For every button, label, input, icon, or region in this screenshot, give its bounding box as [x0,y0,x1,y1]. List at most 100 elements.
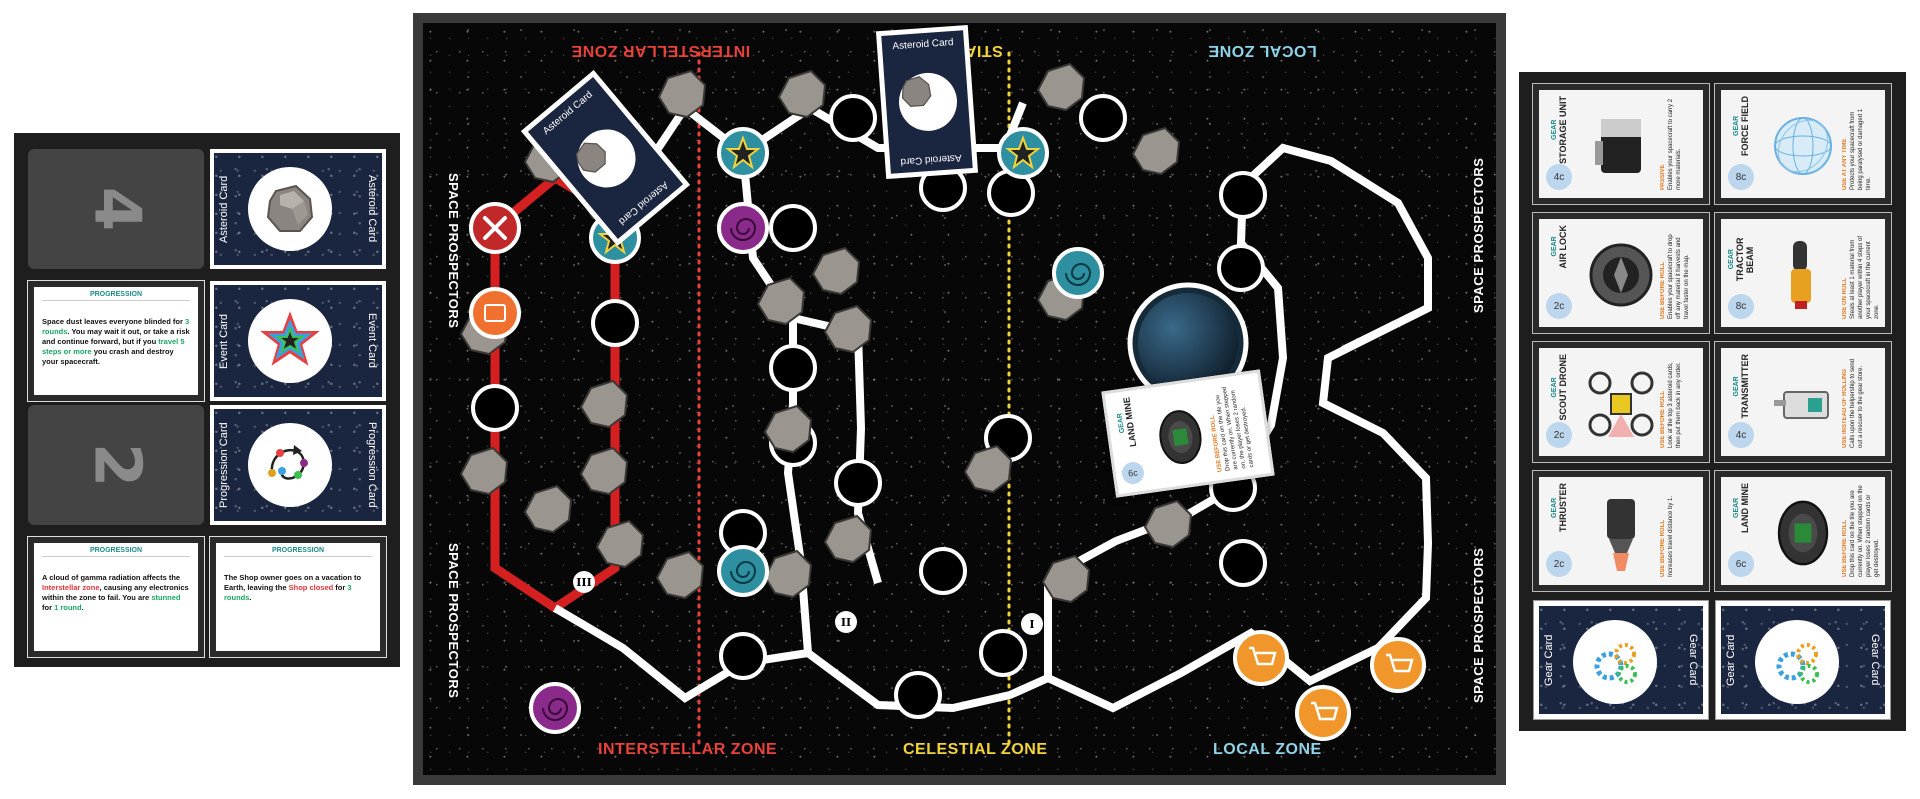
progression-card-back[interactable]: Progression Card Progression Card [210,405,386,525]
shop-tiles [1233,630,1426,741]
cart-icon [1311,701,1339,721]
empty-tile [894,671,942,719]
empty-tile [919,547,967,595]
card-label: Asteroid Card [366,175,378,243]
force-field-icon [1763,98,1843,194]
wormhole-tile [717,202,769,254]
gear-card-back[interactable]: Gear Card Gear Card [1715,600,1891,720]
checkpoint-marker: III [573,571,595,593]
rainbow-star-icon [248,299,332,383]
thruster-icon [1581,485,1661,581]
gear-cost: 8c [1728,164,1754,190]
asteroid-tile [756,276,806,326]
event-card-back[interactable]: Event Card Event Card [210,281,386,401]
progression-title: PROGRESSION [224,547,372,557]
progression-card[interactable]: PROGRESSION A cloud of gamma radiation a… [27,536,205,658]
empty-tile [1219,539,1267,587]
zone-label-local-bottom: LOCAL ZONE [1213,741,1322,758]
brand-logo: SPACE PROSPECTORS [446,173,461,329]
asteroid-tile [579,379,629,429]
zone-label-local-top: LOCAL ZONE [1208,42,1317,59]
card-label: Asteroid Card [892,37,954,53]
progression-card[interactable]: PROGRESSION The Shop owner goes on a vac… [209,536,387,658]
checkpoint-marker: II [835,611,857,633]
empty-tile [979,629,1027,677]
card-label: Gear Card [1543,634,1555,686]
asteroid-tile [763,404,813,454]
wormhole-tiles [529,202,1104,734]
gear-cost: 8c [1728,294,1754,319]
card-label: Event Card [218,313,230,369]
game-board: INTERSTELLAR ZONE STIAL ZONE LOCAL ZONE … [413,13,1506,785]
storage-unit-icon [1581,98,1661,194]
brand-logo: SPACE PROSPECTORS [1471,547,1486,703]
asteroid-card-played[interactable]: Asteroid Card Asteroid Card [875,24,979,180]
card-label: Gear Card [1869,634,1881,686]
wormhole-tile [1052,247,1104,299]
deck-count-tile: 4 [28,149,204,269]
asteroid-tile [657,69,707,119]
progression-card[interactable]: PROGRESSION Space dust leaves everyone b… [27,280,205,402]
gear-cost: 2c [1546,293,1572,319]
progression-text: A cloud of gamma radiation affects the I… [42,573,189,612]
shop-tile [1370,637,1426,693]
empty-tile [769,344,817,392]
asteroid-tile [523,484,573,534]
asteroid-icon [565,117,648,200]
empty-tile [769,204,817,252]
shop-tile [1295,685,1351,741]
card-label: Progression Card [366,422,378,508]
empty-tile [1079,94,1127,142]
treasure-tile [469,287,521,339]
board-space: INTERSTELLAR ZONE STIAL ZONE LOCAL ZONE … [423,23,1496,775]
gear-cost: 6c [1728,551,1754,577]
crossbones-icon [483,216,507,240]
asteroid-tile [1041,554,1091,604]
card-label: Asteroid Card [900,151,962,167]
air-lock-icon [1581,227,1661,323]
progression-text: The Shop owner goes on a vacation to Ear… [224,573,362,602]
asteroid-card-back[interactable]: Asteroid Card Asteroid Card [210,149,386,269]
progression-title: PROGRESSION [42,291,190,301]
tractor-beam-icon [1763,227,1843,323]
progression-text: Space dust leaves everyone blinded for 3… [42,317,190,366]
cart-icon [1386,653,1414,673]
asteroid-tile [811,246,861,296]
card-label: Event Card [366,313,378,369]
wormhole-tile [529,682,581,734]
zone-label-celestial-bottom: CELESTIAL ZONE [903,741,1048,758]
asteroid-card-played[interactable]: Asteroid Card Asteroid Card [520,70,691,246]
progression-title: PROGRESSION [42,547,190,557]
scout-drone-icon [1581,356,1661,452]
card-label: Asteroid Card [218,175,230,243]
land-mine-icon [1141,388,1219,486]
card-label: Gear Card [1725,634,1737,686]
asteroid-tile [595,519,645,569]
treasure-chest-icon [484,304,506,322]
gears-icon [1755,620,1839,704]
empty-tile [1219,171,1267,219]
card-label: Progression Card [218,422,230,508]
deck-count-label: 4 [79,186,153,232]
